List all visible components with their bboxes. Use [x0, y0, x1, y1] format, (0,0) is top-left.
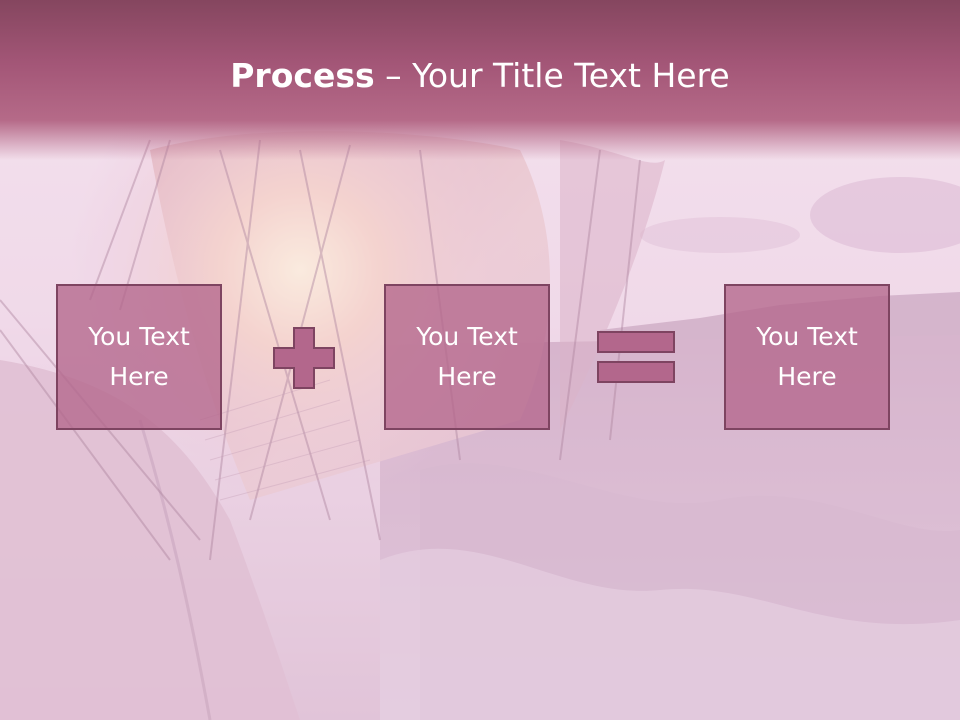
equals-icon [597, 331, 675, 383]
process-step-text-1: You Text Here [88, 322, 190, 391]
slide-title-bold: Process [230, 56, 375, 95]
slide-title: Process – Your Title Text Here [0, 54, 960, 98]
process-step-box-1[interactable]: You Text Here [56, 284, 222, 430]
title-band [0, 0, 960, 160]
process-step-text-2: You Text Here [416, 322, 518, 391]
plus-icon [273, 327, 335, 389]
slide-title-rest: – Your Title Text Here [374, 56, 730, 95]
process-step-box-3[interactable]: You Text Here [724, 284, 890, 430]
process-step-box-2[interactable]: You Text Here [384, 284, 550, 430]
process-step-text-3: You Text Here [756, 322, 858, 391]
